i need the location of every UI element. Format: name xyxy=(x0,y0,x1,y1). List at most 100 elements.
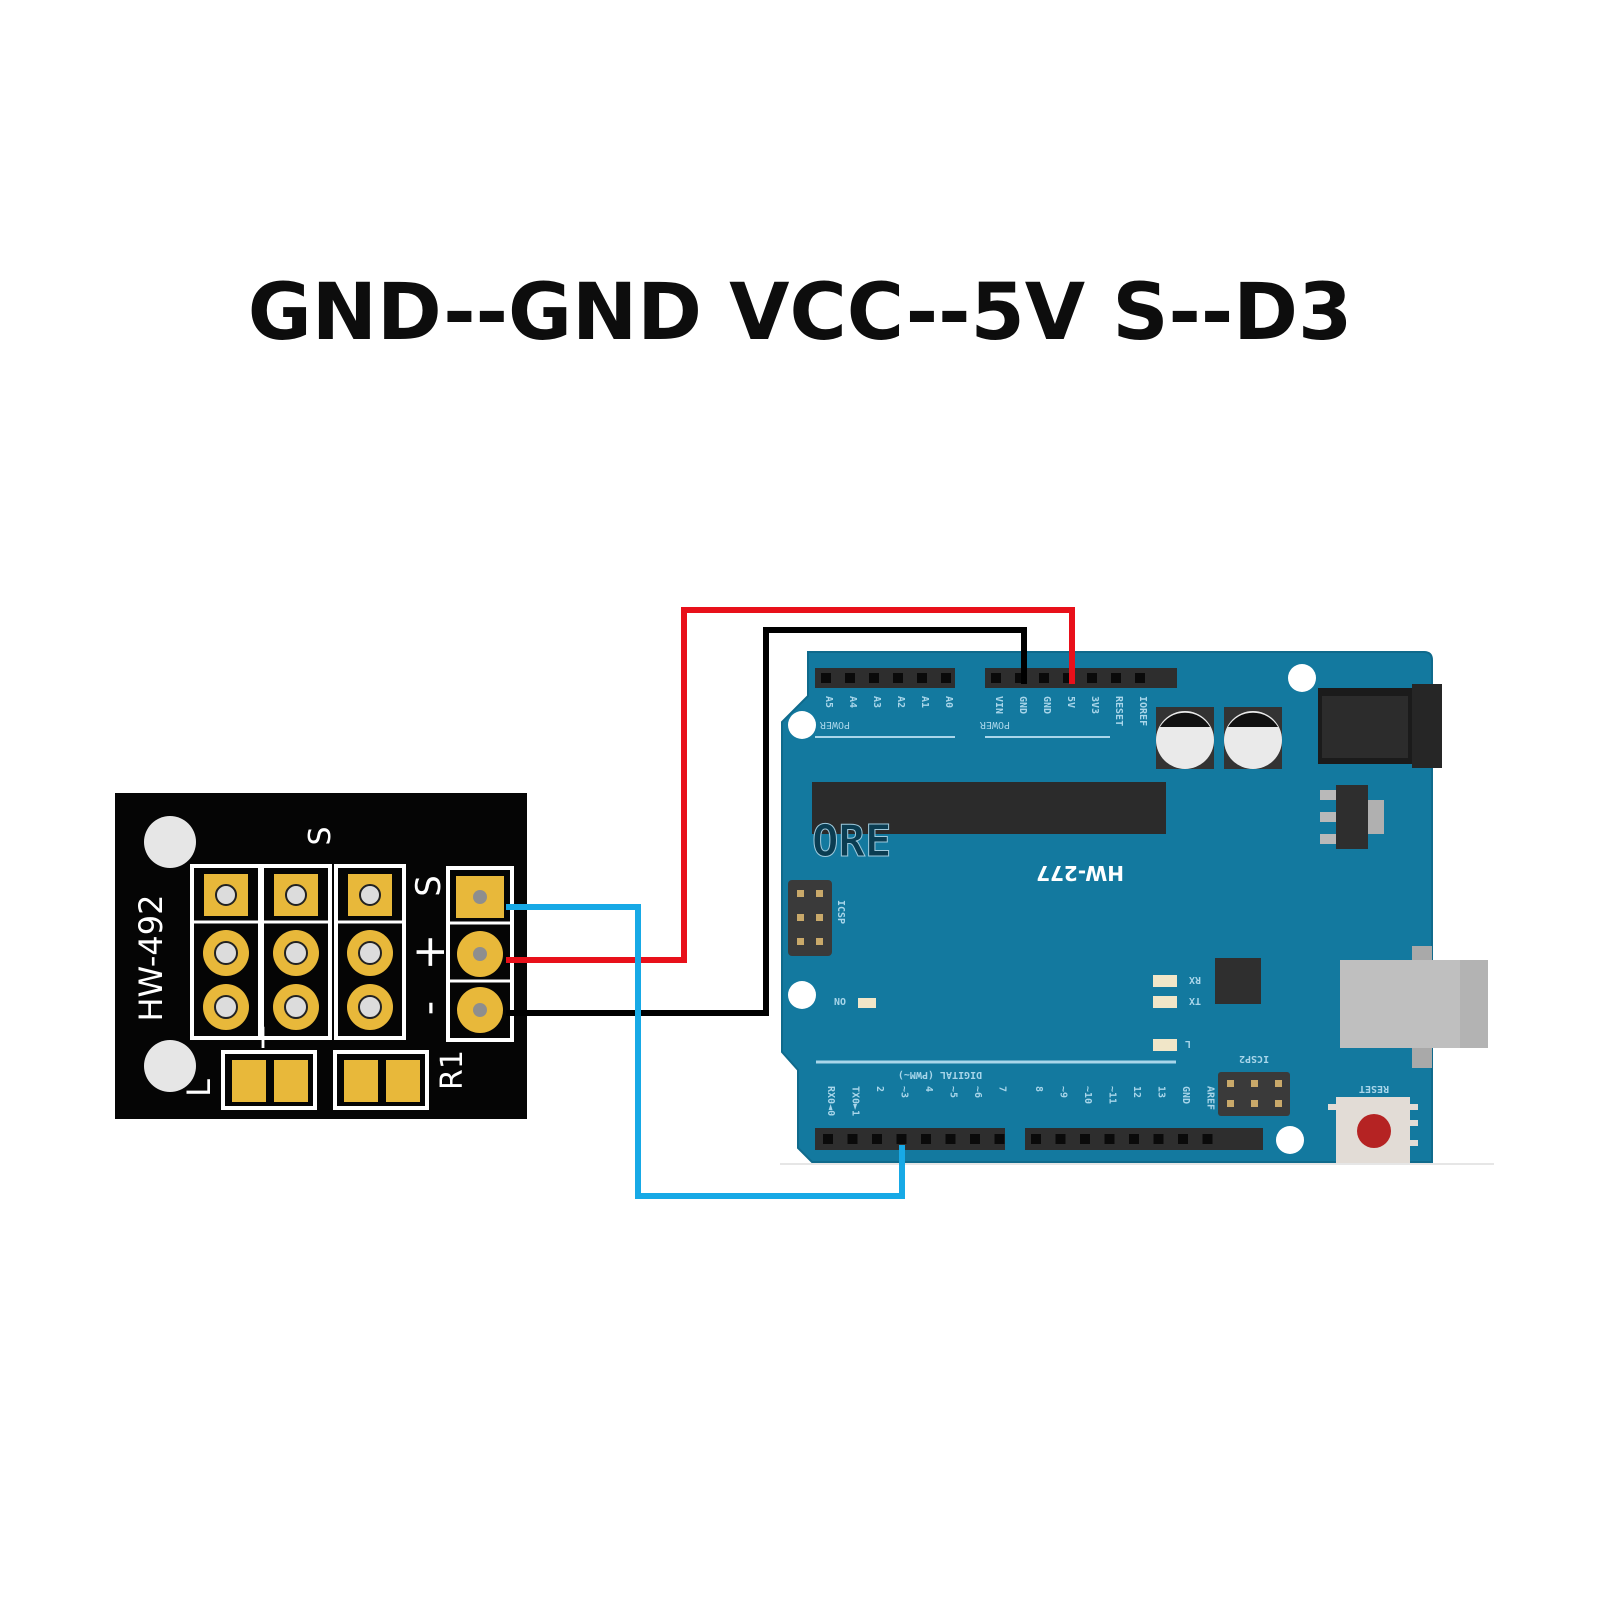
l-led xyxy=(1153,1039,1177,1051)
capacitor xyxy=(1156,707,1214,769)
pin-label: 2 xyxy=(874,1086,885,1092)
mounting-hole xyxy=(144,1040,196,1092)
pin-label: ~11 xyxy=(1107,1086,1118,1104)
header-pin xyxy=(1153,1134,1164,1144)
pin-label: TX0►1 xyxy=(850,1086,861,1116)
header-pin xyxy=(970,1134,980,1144)
header-pin xyxy=(994,1134,1005,1144)
smd-resistor-pads: R1 xyxy=(333,1050,470,1110)
header-pin xyxy=(1104,1134,1115,1144)
top-s-label: S xyxy=(303,826,338,845)
pin-label: A2 xyxy=(895,696,906,708)
pin-label: 3V3 xyxy=(1089,696,1100,714)
pin-label: ~10 xyxy=(1082,1086,1093,1104)
rx-led xyxy=(1153,975,1177,987)
pin-label: RX0◄0 xyxy=(825,1086,836,1116)
icsp-label: ICSP xyxy=(835,900,846,924)
usb-connector xyxy=(1340,946,1488,1068)
header-pin xyxy=(945,1134,956,1144)
header-pin xyxy=(1055,1134,1066,1144)
power-header: VIN GND GND 5V 3V3 RESET IOREF xyxy=(985,668,1177,726)
plus-marking: + xyxy=(249,1017,278,1057)
header-pin xyxy=(893,673,903,683)
rx-led-label: RX xyxy=(1189,974,1201,985)
header-pin xyxy=(1135,673,1145,683)
icsp2-header: ICSP2 xyxy=(1218,1053,1290,1116)
mounting-hole xyxy=(144,816,196,868)
header-pin xyxy=(1015,673,1025,683)
header-pin xyxy=(872,1134,882,1144)
tx-led-label: TX xyxy=(1189,995,1201,1006)
mounting-hole xyxy=(1276,1126,1304,1154)
header-pin xyxy=(869,673,879,683)
mounting-hole xyxy=(788,981,816,1009)
header-pin xyxy=(1039,673,1049,683)
header-pin xyxy=(821,673,831,683)
header-pin xyxy=(1063,673,1073,683)
header-pin xyxy=(1031,1134,1041,1144)
led-footprint xyxy=(260,864,332,1040)
icsp2-label: ICSP2 xyxy=(1239,1053,1269,1064)
microcontroller-chip xyxy=(812,782,1166,834)
header-pin xyxy=(1178,1134,1188,1144)
smd-led-pads: + L xyxy=(180,1017,317,1110)
pin-label: IOREF xyxy=(1137,696,1148,726)
capacitor xyxy=(1224,707,1282,769)
pin-label: A0 xyxy=(943,696,954,708)
pin-label: AREF xyxy=(1205,1086,1216,1110)
board-logo: ORE xyxy=(812,816,891,867)
wire-gnd-gnd xyxy=(506,627,1027,1016)
icsp-header: ICSP xyxy=(788,880,846,956)
pin-label: VIN xyxy=(993,696,1004,714)
wiring-title: GND--GND VCC--5V S--D3 xyxy=(247,268,1353,358)
pin-label: 5V xyxy=(1065,696,1076,708)
pin-label: 8 xyxy=(1033,1086,1044,1092)
module-label: HW-492 xyxy=(132,894,170,1021)
pin-label: 7 xyxy=(997,1086,1008,1092)
sensor-module: HW-492 S S + - + L xyxy=(115,793,527,1119)
board-label: HW-277 xyxy=(1036,861,1124,885)
mounting-hole xyxy=(1288,664,1316,692)
pin-label: GND xyxy=(1017,696,1028,714)
on-led-label: ON xyxy=(834,995,846,1006)
pin-label: GND xyxy=(1180,1086,1191,1104)
pin-label: 12 xyxy=(1131,1086,1142,1098)
pin-label: ~5 xyxy=(948,1086,959,1098)
usb-chip xyxy=(1215,958,1261,1004)
pin-label: ~3 xyxy=(899,1086,910,1098)
header-pin xyxy=(1087,673,1097,683)
r1-marking: R1 xyxy=(435,1050,470,1090)
pin-label: A5 xyxy=(823,696,834,708)
power-caption-right: POWER xyxy=(979,719,1010,730)
dc-power-jack xyxy=(1318,684,1442,768)
pin-label: GND xyxy=(1041,696,1052,714)
reset-button[interactable]: RESET xyxy=(1328,1083,1418,1163)
voltage-regulator xyxy=(1320,785,1384,849)
header-pin xyxy=(896,1134,907,1144)
header-pin xyxy=(823,1134,833,1144)
pin-label: A1 xyxy=(919,696,930,708)
wires xyxy=(506,607,1075,1199)
pin-label-s: S xyxy=(409,875,449,897)
wire-vcc-5v xyxy=(506,607,1075,963)
wire-s-d3 xyxy=(506,904,905,1199)
pin-label: A4 xyxy=(847,696,858,708)
header-pin xyxy=(921,1134,931,1144)
on-led xyxy=(858,998,876,1008)
module-header xyxy=(446,866,514,1042)
header-pin xyxy=(991,673,1001,683)
l-marking: L xyxy=(180,1079,218,1097)
header-pin xyxy=(1129,1134,1139,1144)
mounting-hole xyxy=(788,711,816,739)
l-led-label: L xyxy=(1185,1038,1191,1049)
pin-label: RESET xyxy=(1113,696,1124,726)
pin-label-minus: - xyxy=(406,1001,452,1015)
pin-label: 4 xyxy=(923,1086,934,1092)
header-pin xyxy=(917,673,927,683)
header-pin xyxy=(845,673,855,683)
led-footprint xyxy=(190,864,262,1040)
